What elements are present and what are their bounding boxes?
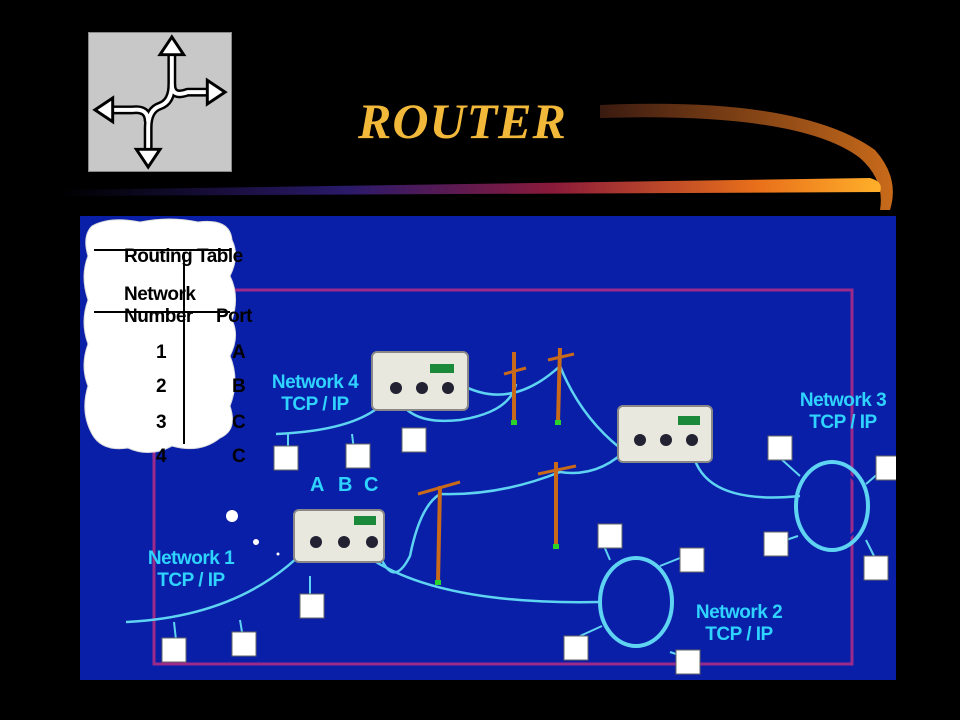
network-3-ring — [794, 460, 870, 552]
routing-table-port: C — [232, 412, 246, 433]
router-main — [293, 509, 385, 563]
network-2-protocol: TCP / IP — [705, 624, 773, 645]
network-diagram: Routing Table Network Number Port 1 A 2 … — [80, 216, 896, 680]
cable-to-pole — [372, 492, 441, 574]
terminal — [763, 531, 789, 557]
routing-table-col-network-2: Number — [124, 306, 193, 327]
routing-table-network: 3 — [156, 412, 167, 433]
router-network-3 — [617, 405, 713, 463]
routing-table-col-port: Port — [216, 306, 253, 327]
terminals — [161, 427, 896, 675]
diagram-graphics — [125, 288, 896, 675]
routing-table-cloud — [83, 218, 236, 453]
network-2-name: Network 2 — [695, 602, 783, 623]
network-1-protocol: TCP / IP — [157, 570, 225, 591]
terminal — [161, 637, 187, 663]
network-3-name: Network 3 — [799, 390, 887, 411]
crossroads-arrows-icon — [88, 32, 232, 172]
port-a-label: A — [310, 474, 325, 496]
cable-router4-to-pole — [459, 365, 561, 396]
network-3-label: Network 3 TCP / IP — [788, 390, 896, 434]
cable-pole-to-router — [439, 445, 631, 496]
routing-table-title: Routing Table — [124, 246, 243, 267]
network-4-name: Network 4 — [271, 372, 359, 393]
network-2-label: Network 2 TCP / IP — [684, 602, 794, 646]
slide-title: ROUTER — [358, 93, 567, 149]
router-network-4 — [371, 351, 469, 411]
network-4-protocol: TCP / IP — [281, 394, 349, 415]
terminal — [299, 593, 325, 619]
utility-poles — [417, 347, 577, 585]
port-b-label: B — [338, 474, 353, 496]
routing-table-network: 4 — [156, 446, 167, 467]
network-1-label: Network 1 TCP / IP — [136, 548, 246, 592]
terminal — [273, 445, 299, 471]
terminal — [345, 443, 371, 469]
terminal — [597, 523, 623, 549]
routing-table-port: C — [232, 446, 246, 467]
terminal — [679, 547, 705, 573]
network-1-name: Network 1 — [147, 548, 235, 569]
routing-table-network: 2 — [156, 376, 167, 397]
network-3-protocol: TCP / IP — [809, 412, 877, 433]
terminal — [401, 427, 427, 453]
cable-pole-to-router3 — [558, 365, 621, 449]
routing-table-network: 1 — [156, 342, 167, 363]
terminal — [767, 435, 793, 461]
network-2-ring — [598, 556, 674, 648]
terminal — [675, 649, 701, 675]
terminal — [875, 455, 896, 481]
routing-table-col-network-1: Network — [124, 284, 196, 305]
network-4-label: Network 4 TCP / IP — [260, 372, 370, 416]
port-c-label: C — [364, 474, 379, 496]
routing-table-port: B — [232, 376, 246, 397]
terminal — [563, 635, 589, 661]
routing-table-port: A — [232, 342, 246, 363]
network-cables — [125, 365, 801, 624]
terminal — [863, 555, 889, 581]
terminal — [231, 631, 257, 657]
title-swoosh — [60, 103, 893, 210]
